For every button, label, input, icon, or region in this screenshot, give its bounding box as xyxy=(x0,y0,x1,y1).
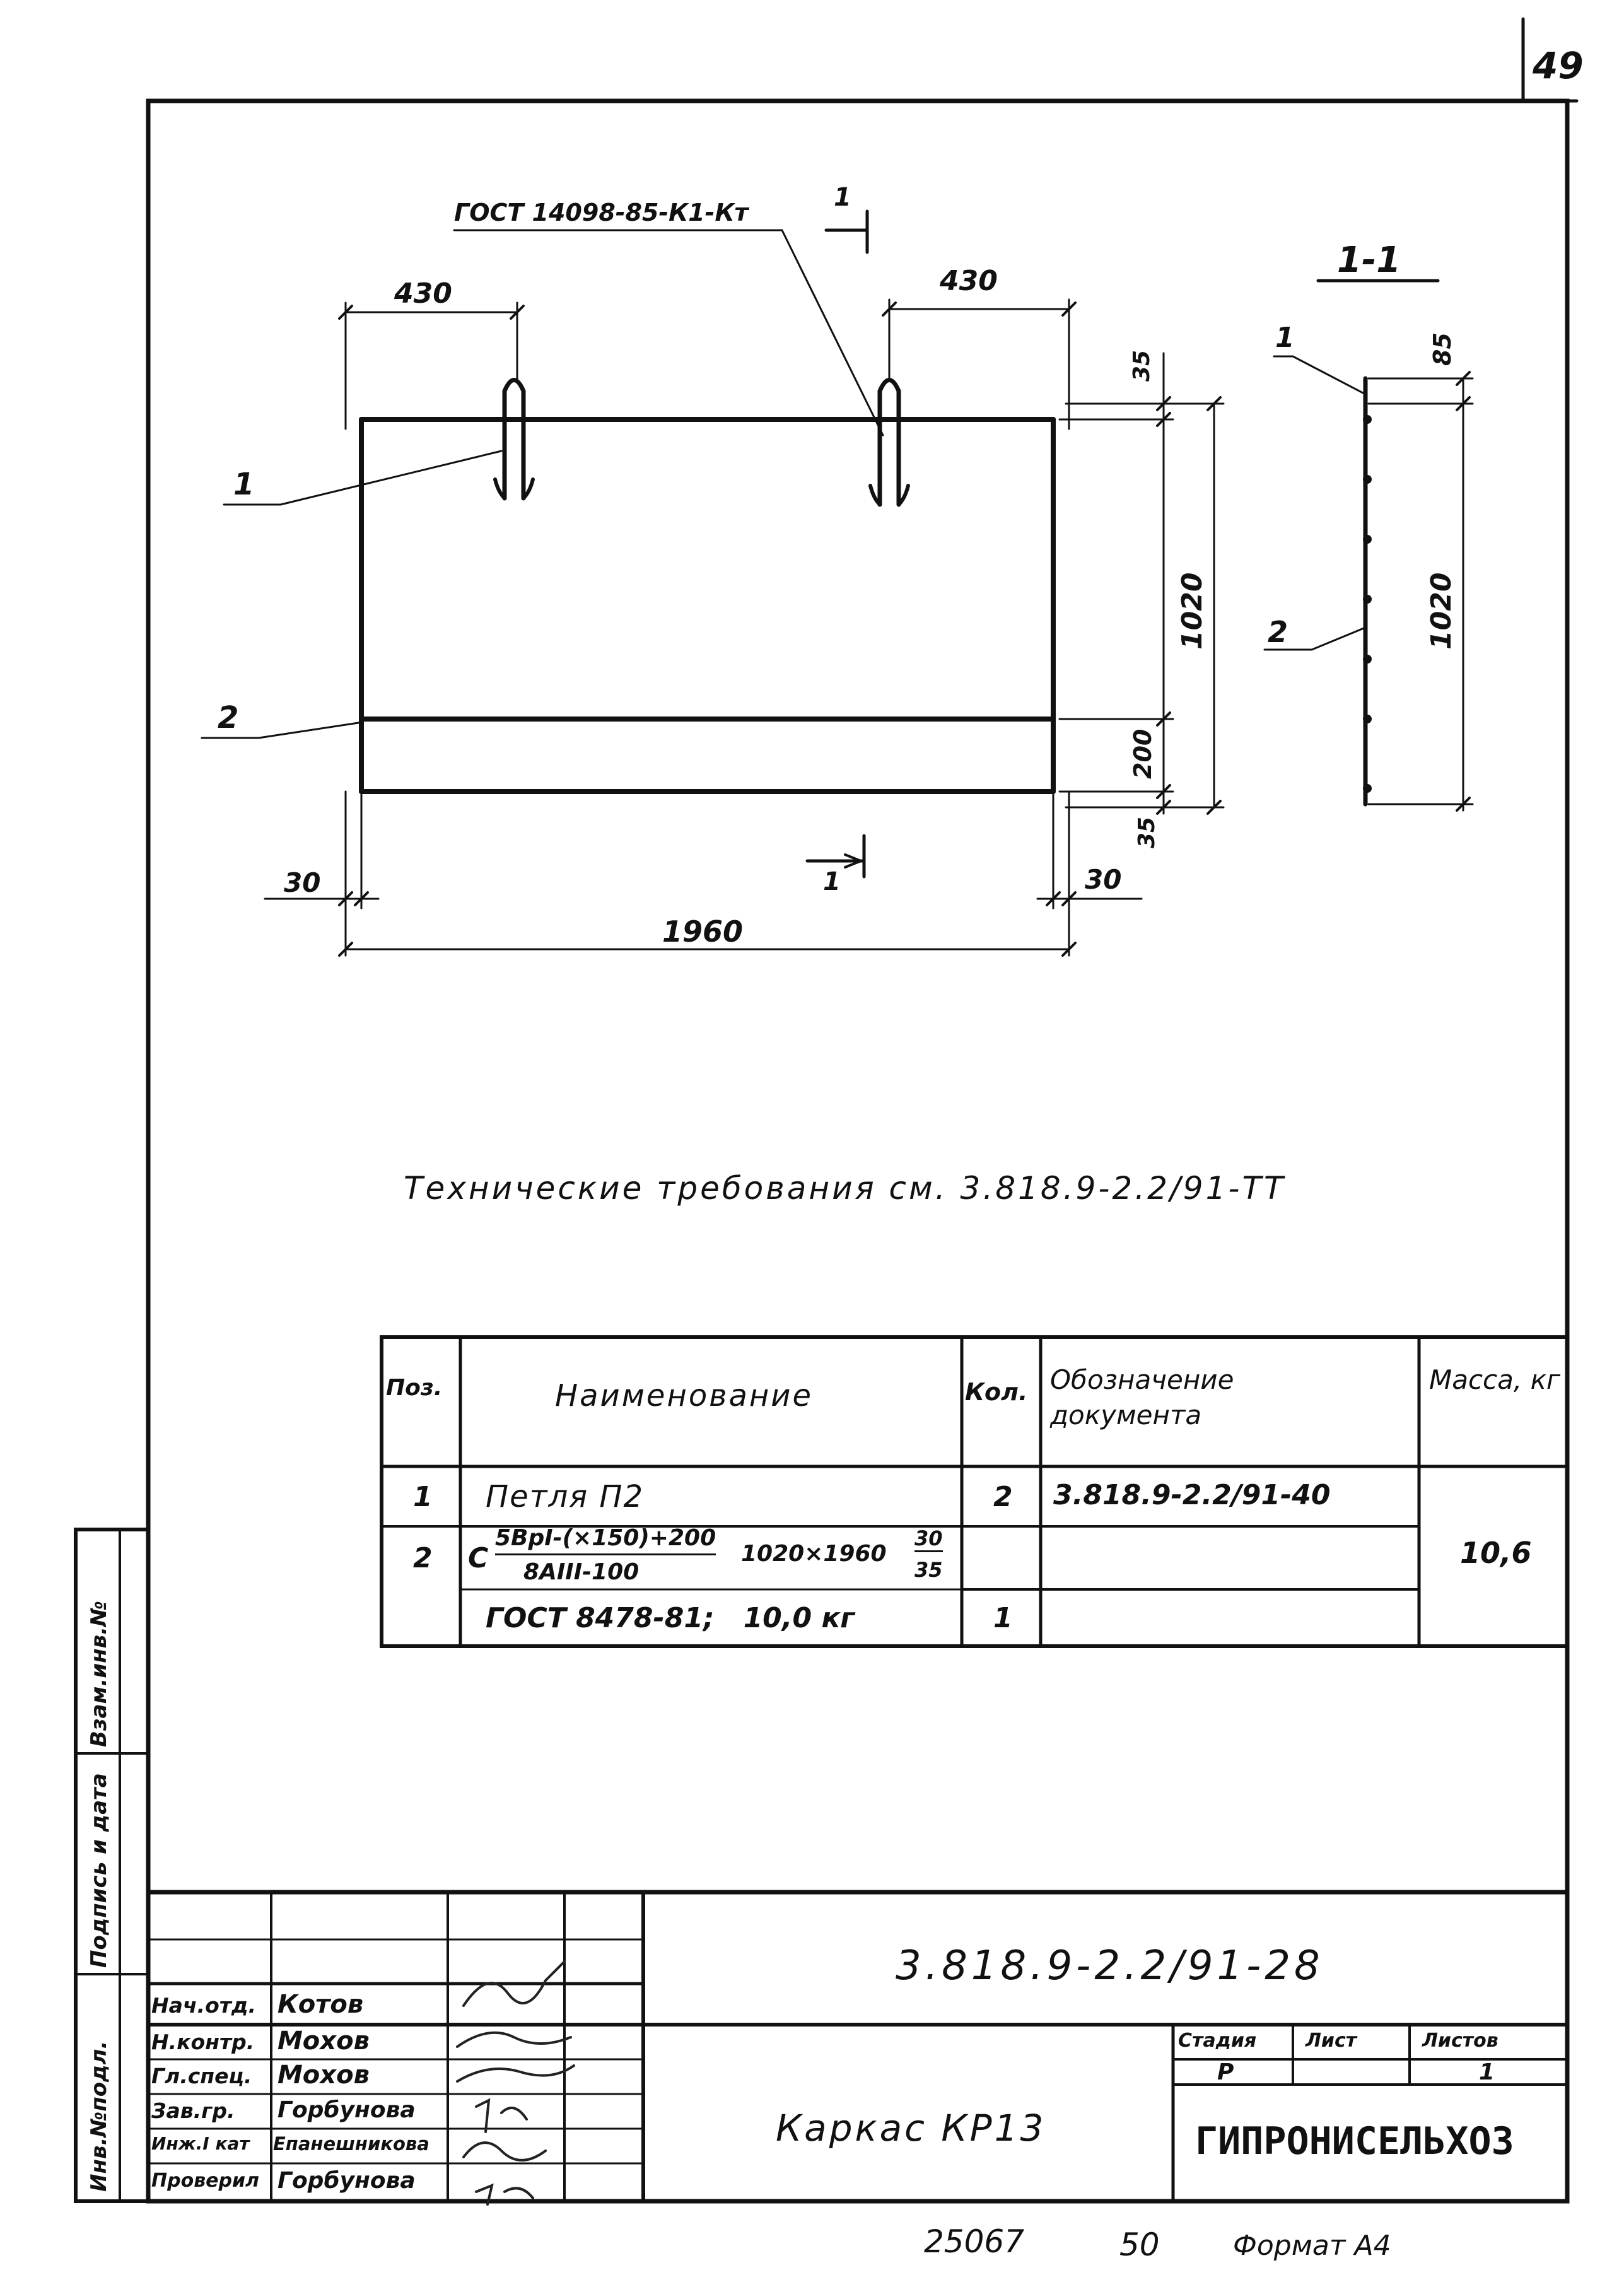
dim-35-bottom: 35 xyxy=(1134,817,1160,848)
leader-2: 2 xyxy=(218,700,239,735)
section-leader-2: 2 xyxy=(1268,615,1288,649)
sig-name-1: Котов xyxy=(277,1990,364,2019)
signature-scribbles xyxy=(456,1960,575,2206)
sig-name-4: Горбунова xyxy=(277,2097,416,2123)
row2-name-size: 1020×1960 xyxy=(741,1541,887,1567)
stamp-inv-ref: Взам.инв.№ xyxy=(86,1601,112,1747)
header-pos: Поз. xyxy=(386,1375,443,1401)
stamp-inv-orig: Инв.№подл. xyxy=(86,2041,112,2192)
row2-name-prefix: С xyxy=(468,1542,489,1574)
section-mark-top: 1 xyxy=(834,183,851,212)
sig-name-2: Мохов xyxy=(277,2027,370,2056)
dim-35-top: 35 xyxy=(1129,350,1155,382)
tech-requirements: Технические требования см. 3.818.9-2.2/9… xyxy=(404,1170,1286,1207)
section-dim-85: 85 xyxy=(1428,332,1456,366)
dim-1020: 1020 xyxy=(1176,573,1208,650)
dim-30-right: 30 xyxy=(1085,864,1122,895)
sig-role-1: Нач.отд. xyxy=(151,1993,257,2018)
section-title: 1-1 xyxy=(1337,240,1401,281)
copy-number: 50 xyxy=(1119,2226,1160,2263)
section-leader-1: 1 xyxy=(1275,322,1295,354)
dim-430-left: 430 xyxy=(394,278,452,310)
row1-qty: 2 xyxy=(993,1481,1013,1513)
sig-name-6: Горбунова xyxy=(277,2168,416,2194)
dim-30-left: 30 xyxy=(284,867,321,898)
header-mass: Масса, кг xyxy=(1428,1364,1561,1395)
sig-role-3: Гл.спец. xyxy=(151,2064,252,2088)
sig-role-6: Проверил xyxy=(151,2170,259,2192)
row2-frac-den: 35 xyxy=(914,1558,943,1582)
section-mark-bottom: 1 xyxy=(823,867,841,896)
row2-name-num: 5ВрI-(×150)+200 xyxy=(495,1525,716,1555)
sig-role-5: Инж.I кат xyxy=(151,2133,250,2154)
dim-430-right: 430 xyxy=(940,265,998,297)
sig-role-4: Зав.гр. xyxy=(151,2098,235,2123)
header-name: Наименование xyxy=(555,1378,814,1413)
stamp-sign-date: Подпись и дата xyxy=(86,1773,112,1968)
row1-doc: 3.818.9-2.2/91-40 xyxy=(1053,1479,1331,1511)
doc-code: 3.818.9-2.2/91-28 xyxy=(896,1943,1324,1989)
drawing-title: Каркас КР13 xyxy=(776,2107,1046,2150)
org-name: ГИПРОНИСЕЛЬХОЗ xyxy=(1195,2119,1514,2163)
stage-value: Р xyxy=(1217,2059,1234,2085)
mass-total: 10,6 xyxy=(1460,1536,1532,1570)
format-label: Формат А4 xyxy=(1233,2230,1391,2262)
row1-pos: 1 xyxy=(413,1481,433,1513)
row2-name-den: 8АIII-100 xyxy=(523,1559,640,1585)
row2-pos: 2 xyxy=(413,1542,433,1574)
sheet-number: 49 xyxy=(1533,44,1584,87)
row3-name: ГОСТ 8478-81; 10,0 кг xyxy=(486,1602,855,1634)
section-dim-1020: 1020 xyxy=(1425,573,1458,650)
row1-name: Петля П2 xyxy=(486,1479,645,1514)
stage-label: Стадия xyxy=(1178,2030,1257,2052)
sig-role-2: Н.контр. xyxy=(151,2030,255,2054)
sheet-label: Лист xyxy=(1306,2030,1357,2052)
gost-callout: ГОСТ 14098-85-К1-Кт xyxy=(454,199,749,226)
sig-name-5: Епанешникова xyxy=(273,2133,429,2155)
row2-frac-num: 30 xyxy=(914,1526,943,1552)
leader-1: 1 xyxy=(233,467,255,502)
archive-number: 25067 xyxy=(924,2223,1025,2260)
row3-qty: 1 xyxy=(993,1602,1013,1634)
sheets-label: Листов xyxy=(1422,2030,1498,2052)
header-qty: Кол. xyxy=(965,1378,1028,1406)
header-doc: Обозначение документа xyxy=(1050,1364,1234,1430)
sheets-value: 1 xyxy=(1479,2059,1495,2085)
dim-200: 200 xyxy=(1129,729,1157,779)
sig-name-3: Мохов xyxy=(277,2061,370,2090)
dim-1960: 1960 xyxy=(662,915,744,949)
